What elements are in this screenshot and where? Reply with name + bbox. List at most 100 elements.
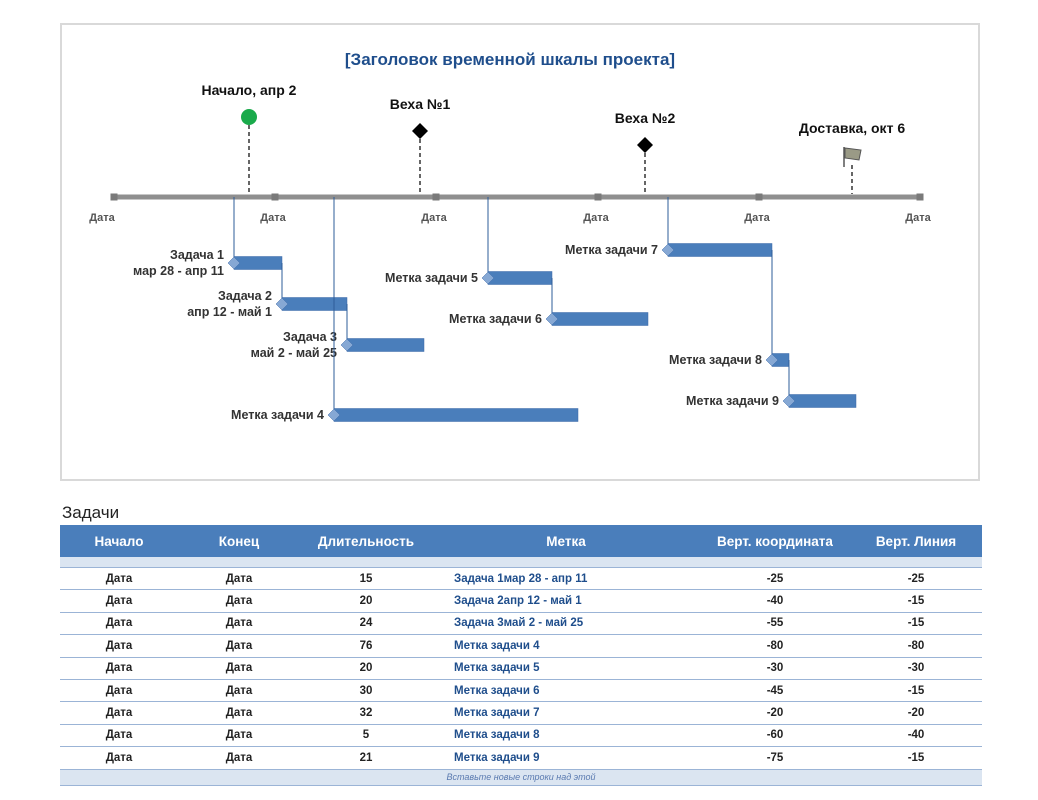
cell-start[interactable]: Дата <box>60 679 178 703</box>
cell-vertical-line[interactable]: -80 <box>850 634 982 658</box>
cell-vertical-line[interactable]: -25 <box>850 567 982 591</box>
cell-duration[interactable]: 20 <box>300 657 432 680</box>
cell-duration[interactable]: 20 <box>300 589 432 613</box>
cell-label[interactable]: Метка задачи 8 <box>432 724 700 748</box>
column-header-label[interactable]: Метка <box>432 525 700 557</box>
table-spacer-row <box>60 557 982 568</box>
cell-end[interactable]: Дата <box>178 612 300 636</box>
gantt-task-label: апр 12 - май 1 <box>187 305 272 319</box>
gantt-bar <box>788 394 857 408</box>
cell-end[interactable]: Дата <box>178 589 300 613</box>
cell-end[interactable]: Дата <box>178 746 300 770</box>
axis-tick <box>594 193 602 201</box>
gantt-bar <box>551 312 649 326</box>
column-header-vertical-line[interactable]: Верт. Линия <box>850 525 982 557</box>
insert-hint: Вставьте новые строки над этой <box>60 769 982 786</box>
cell-end[interactable]: Дата <box>178 657 300 680</box>
gantt-task-label: Метка задачи 9 <box>686 394 779 408</box>
cell-label[interactable]: Задача 2апр 12 - май 1 <box>432 589 700 613</box>
cell-vertical-line[interactable]: -15 <box>850 612 982 636</box>
cell-end[interactable]: Дата <box>178 567 300 591</box>
cell-start[interactable]: Дата <box>60 724 178 748</box>
insert-hint-row[interactable]: Вставьте новые строки над этой <box>60 769 982 786</box>
cell-start[interactable]: Дата <box>60 746 178 770</box>
cell-duration[interactable]: 15 <box>300 567 432 591</box>
cell-vertical-coordinate[interactable]: -40 <box>700 589 850 613</box>
cell-vertical-coordinate[interactable]: -75 <box>700 746 850 770</box>
cell-label[interactable]: Метка задачи 6 <box>432 679 700 703</box>
gantt-bar-start-marker <box>661 243 675 257</box>
cell-label[interactable]: Метка задачи 7 <box>432 701 700 725</box>
cell-vertical-coordinate[interactable]: -30 <box>700 657 850 680</box>
milestone-label: Веха №1 <box>390 96 451 112</box>
gantt-task-label: Метка задачи 8 <box>669 353 762 367</box>
cell-vertical-coordinate[interactable]: -45 <box>700 679 850 703</box>
cell-vertical-line[interactable]: -15 <box>850 589 982 613</box>
cell-start[interactable]: Дата <box>60 701 178 725</box>
gantt-bar-start-marker <box>275 297 289 311</box>
column-header-start[interactable]: Начало <box>60 525 178 557</box>
column-header-end[interactable]: Конец <box>178 525 300 557</box>
cell-vertical-line[interactable]: -15 <box>850 746 982 770</box>
cell-duration[interactable]: 5 <box>300 724 432 748</box>
column-header-duration[interactable]: Длительность <box>300 525 432 557</box>
cell-vertical-line[interactable]: -15 <box>850 679 982 703</box>
gantt-bar <box>333 408 579 422</box>
axis-date-label: Дата <box>89 212 115 224</box>
cell-label[interactable]: Задача 3май 2 - май 25 <box>432 612 700 636</box>
gantt-bar <box>667 243 773 257</box>
cell-label[interactable]: Метка задачи 4 <box>432 634 700 658</box>
cell-duration[interactable]: 24 <box>300 612 432 636</box>
cell-vertical-coordinate[interactable]: -80 <box>700 634 850 658</box>
cell-vertical-line[interactable]: -20 <box>850 701 982 725</box>
cell-duration[interactable]: 76 <box>300 634 432 658</box>
gantt-bar-start-marker <box>782 394 796 408</box>
gantt-task-label: Задача 1 <box>170 248 224 262</box>
cell-start[interactable]: Дата <box>60 589 178 613</box>
column-header-vertical-coordinate[interactable]: Верт. координата <box>700 525 850 557</box>
axis-tick <box>432 193 440 201</box>
cell-label[interactable]: Метка задачи 9 <box>432 746 700 770</box>
milestone-diamond-icon <box>637 137 653 153</box>
cell-end[interactable]: Дата <box>178 679 300 703</box>
axis-tick <box>916 193 924 201</box>
cell-end[interactable]: Дата <box>178 701 300 725</box>
gantt-task-label: Задача 2 <box>218 289 272 303</box>
cell-vertical-line[interactable]: -30 <box>850 657 982 680</box>
milestone-label: Доставка, окт 6 <box>799 120 905 136</box>
axis-tick <box>271 193 279 201</box>
cell-label[interactable]: Задача 1мар 28 - апр 11 <box>432 567 700 591</box>
cell-vertical-coordinate[interactable]: -55 <box>700 612 850 636</box>
cell-vertical-coordinate[interactable]: -25 <box>700 567 850 591</box>
cell-end[interactable]: Дата <box>178 634 300 658</box>
cell-vertical-coordinate[interactable]: -60 <box>700 724 850 748</box>
milestone-label: Веха №2 <box>615 110 676 126</box>
start-circle-icon <box>241 109 257 125</box>
cell-start[interactable]: Дата <box>60 612 178 636</box>
gantt-task-label: мар 28 - апр 11 <box>133 264 224 278</box>
cell-end[interactable]: Дата <box>178 724 300 748</box>
cell-vertical-line[interactable]: -40 <box>850 724 982 748</box>
cell-start[interactable]: Дата <box>60 634 178 658</box>
cell-start[interactable]: Дата <box>60 657 178 680</box>
cell-label[interactable]: Метка задачи 5 <box>432 657 700 680</box>
cell-duration[interactable]: 21 <box>300 746 432 770</box>
cell-start[interactable]: Дата <box>60 567 178 591</box>
cell-duration[interactable]: 32 <box>300 701 432 725</box>
gantt-bar-start-marker <box>327 408 341 422</box>
gantt-task-label: май 2 - май 25 <box>251 346 337 360</box>
cell-vertical-coordinate[interactable]: -20 <box>700 701 850 725</box>
gantt-task-label: Задача 3 <box>283 330 337 344</box>
cell-duration[interactable]: 30 <box>300 679 432 703</box>
